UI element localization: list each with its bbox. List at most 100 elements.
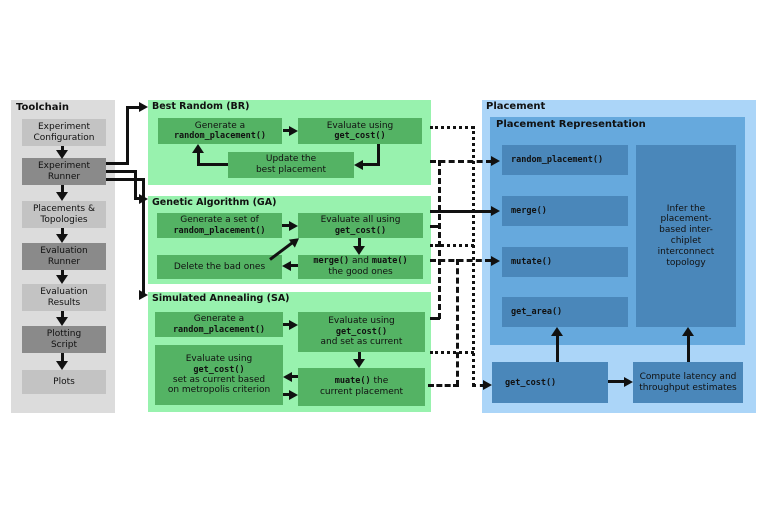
- box-text: Evaluate using: [326, 120, 394, 131]
- toolchain-step-plotting-script: Plotting Script: [22, 326, 106, 353]
- compute-estimates-box: Compute latency and throughput estimates: [633, 362, 743, 403]
- fn-label: get_cost(): [505, 377, 557, 388]
- fn-get-area-box: get_area(): [502, 297, 628, 327]
- fn-merge-box: merge(): [502, 196, 628, 226]
- placement-representation-title: Placement Representation: [496, 119, 646, 130]
- box-text: merge() and muate(): [313, 256, 408, 267]
- sa-generate-box: Generate a random_placement(): [155, 312, 283, 337]
- connector-line: [197, 151, 200, 166]
- box-text: Infer the placement-based inter-chiplet …: [657, 203, 715, 268]
- arrow-right-icon: [289, 390, 298, 400]
- box-text: and set as current: [320, 337, 403, 347]
- arrow-right-icon: [289, 320, 298, 330]
- box-code: random_placement(): [172, 324, 266, 335]
- arrow-up-icon: [682, 327, 694, 336]
- fn-label: get_area(): [511, 307, 563, 317]
- toolchain-step-experiment-runner: Experiment Runner: [22, 158, 106, 185]
- step-label: Placements &: [32, 204, 96, 215]
- step-label: Results: [47, 297, 81, 308]
- connector-line-dotted: [430, 126, 474, 129]
- arrow-right-icon: [289, 221, 298, 231]
- arrow-down-icon: [56, 361, 68, 370]
- step-label: Evaluation: [40, 246, 88, 257]
- arrow-down-icon: [56, 317, 68, 326]
- box-text: Update the: [265, 154, 317, 165]
- arrow-right-icon: [624, 377, 633, 387]
- box-text: Generate a: [193, 314, 245, 325]
- connector-line-dashed: [428, 384, 459, 387]
- toolchain-step-plots: Plots: [22, 370, 106, 394]
- connector-line: [142, 178, 145, 294]
- step-label: Plotting: [46, 329, 82, 340]
- arrow-right-icon: [289, 126, 298, 136]
- fn-label: random_placement(): [511, 155, 604, 165]
- box-text: Evaluate using: [185, 354, 253, 365]
- connector-line-dotted: [472, 384, 484, 387]
- br-generate-box: Generate a random_placement(): [158, 118, 282, 144]
- box-code: get_cost(): [334, 225, 387, 236]
- connector-line: [358, 352, 361, 360]
- step-label: Experiment: [37, 122, 90, 133]
- arrow-down-icon: [56, 150, 68, 159]
- connector-line: [291, 375, 298, 378]
- box-text: Generate a: [194, 120, 246, 131]
- connector-line: [61, 146, 64, 150]
- connector-line: [358, 238, 361, 247]
- connector-line: [197, 163, 228, 166]
- connector-line-dashed: [430, 259, 491, 262]
- box-text: Delete the bad ones: [173, 261, 266, 272]
- ga-merge-mutate-box: merge() and muate() the good ones: [298, 255, 423, 279]
- connector-line-dashed: [430, 225, 440, 228]
- arrow-right-icon: [491, 256, 500, 266]
- arrow-up-icon: [551, 327, 563, 336]
- br-evaluate-box: Evaluate using get_cost(): [298, 118, 422, 144]
- connector-line: [126, 106, 140, 109]
- toolchain-title: Toolchain: [16, 102, 70, 113]
- box-text: the good ones: [328, 267, 393, 277]
- box-text: Evaluate using: [328, 316, 395, 327]
- toolchain-step-evaluation-runner: Evaluation Runner: [22, 243, 106, 270]
- connector-line-dotted: [430, 351, 474, 354]
- step-label: Configuration: [33, 132, 95, 143]
- fn-label: merge(): [511, 206, 547, 216]
- step-label: Evaluation: [40, 287, 88, 298]
- arrow-down-icon: [353, 359, 365, 368]
- box-code: random_placement(): [173, 225, 266, 236]
- arrow-up-icon: [192, 144, 204, 153]
- step-label: Runner: [47, 256, 81, 267]
- step-label: Topologies: [40, 214, 88, 225]
- box-text: muate() the: [334, 376, 389, 387]
- connector-line: [608, 380, 625, 383]
- arrow-left-icon: [354, 160, 363, 170]
- connector-line-dashed: [430, 317, 440, 320]
- arrow-down-icon: [353, 246, 365, 255]
- arrow-left-icon: [283, 372, 292, 382]
- ga-delete-box: Delete the bad ones: [157, 255, 282, 279]
- connector-line: [283, 129, 291, 132]
- arrow-left-icon: [282, 261, 291, 271]
- connector-line: [377, 144, 380, 166]
- connector-line: [283, 323, 291, 326]
- arrow-right-icon: [491, 206, 500, 216]
- box-text: on metropolis criterion: [167, 385, 271, 396]
- connector-line: [126, 106, 129, 165]
- box-code: get_cost(): [193, 364, 245, 375]
- connector-line: [430, 210, 491, 213]
- connector-line: [291, 264, 298, 267]
- arrow-right-icon: [139, 102, 148, 112]
- step-label: Script: [50, 339, 78, 350]
- ga-generate-box: Generate a set of random_placement(): [157, 213, 282, 238]
- ga-evaluate-box: Evaluate all using get_cost(): [298, 213, 423, 238]
- connector-line: [106, 170, 137, 173]
- step-label: Runner: [47, 171, 81, 182]
- connector-line: [61, 228, 64, 235]
- box-text: current placement: [319, 387, 404, 397]
- fn-random-placement-box: random_placement(): [502, 145, 628, 175]
- step-label: Plots: [53, 376, 75, 387]
- connector-line-dotted: [430, 244, 474, 247]
- connector-line: [134, 197, 141, 200]
- connector-line-dashed: [430, 160, 492, 163]
- connector-line: [61, 185, 64, 193]
- sa-evaluate-current-box: Evaluate using get_cost() and set as cur…: [298, 312, 425, 352]
